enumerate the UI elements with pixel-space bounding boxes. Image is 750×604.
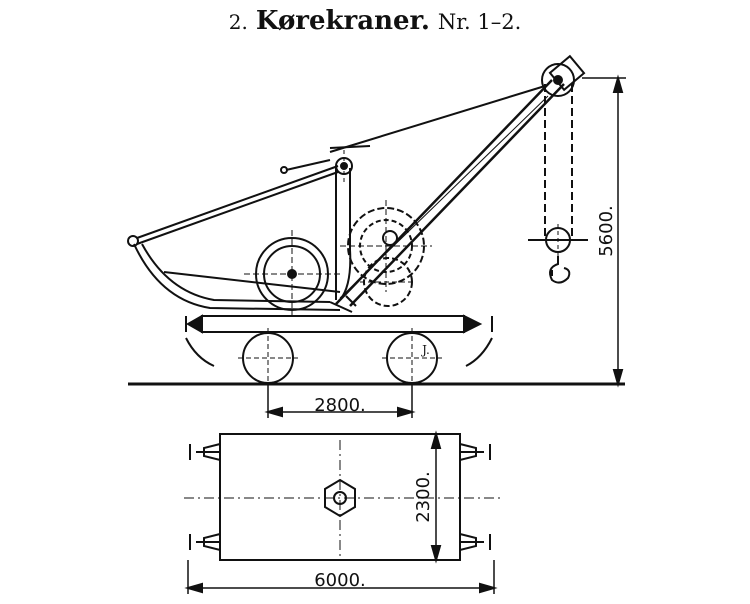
height-label: 5600. xyxy=(596,205,617,257)
plan-buffers xyxy=(189,442,491,552)
title-name: Kørekraner. xyxy=(255,6,430,36)
crane-post xyxy=(335,150,353,301)
tie-rod xyxy=(280,85,546,174)
rail-wheel-right xyxy=(382,328,442,388)
winch-drum xyxy=(244,230,340,318)
back-stay xyxy=(136,165,339,239)
wheelbase-dimension-line xyxy=(264,384,416,418)
hoist-ropes xyxy=(544,84,573,236)
gear-wheel xyxy=(340,200,432,292)
rail-car-frame xyxy=(185,314,493,367)
jib-head-pulley xyxy=(541,54,586,97)
wheelbase-label: 2800. xyxy=(314,395,366,416)
length-label: 6000. xyxy=(314,570,366,591)
width-label: 2300. xyxy=(413,471,434,523)
rail-wheel-left xyxy=(238,328,298,388)
width-dimension-line xyxy=(430,430,442,564)
jib-boom xyxy=(329,79,565,313)
title-number: 2. xyxy=(228,10,248,34)
counterweight-frame xyxy=(127,235,341,311)
hook-block xyxy=(528,224,588,284)
title-subtitle: Nr. 1–2. xyxy=(437,10,522,34)
drawing-title: 2. Kørekraner. Nr. 1–2. xyxy=(0,6,750,36)
height-dimension-line xyxy=(582,74,626,388)
wheel-mark: J. xyxy=(420,343,430,357)
length-dimension-line xyxy=(184,560,498,594)
plan-view xyxy=(184,433,500,561)
lower-gear xyxy=(360,257,416,307)
